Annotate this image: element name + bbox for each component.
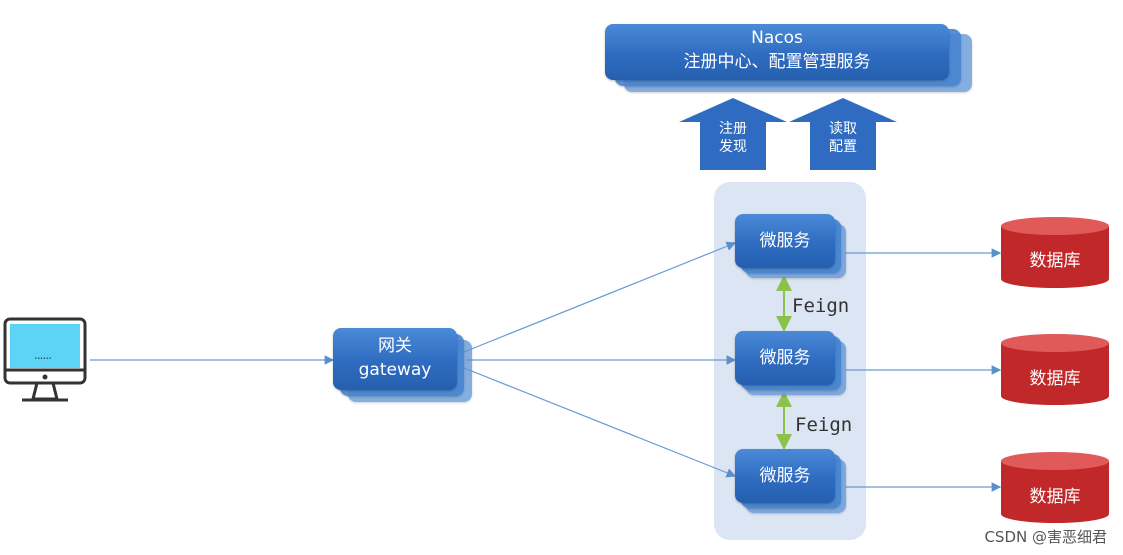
register-discover-label: 注册 发现 <box>719 121 747 155</box>
microservice-2-label: 微服务 <box>759 348 811 368</box>
database-3-cylinder <box>1001 452 1109 523</box>
feign-label-1: Feign <box>792 295 850 317</box>
client-screen-text: ...... <box>34 348 52 362</box>
feign-label-2: Feign <box>795 414 853 436</box>
register-discover-up-arrow <box>679 98 787 170</box>
nacos-title: Nacos <box>751 28 803 48</box>
nacos-subtitle: 注册中心、配置管理服务 <box>683 52 871 72</box>
database-2-cylinder <box>1001 334 1109 405</box>
read-config-label: 读取 配置 <box>829 121 857 155</box>
microservice-3-label: 微服务 <box>759 466 811 486</box>
read-config-up-arrow <box>789 98 897 170</box>
gateway-to-service-3-arrow <box>463 367 737 478</box>
watermark: CSDN @害恶细君 <box>984 528 1107 546</box>
database-3-label: 数据库 <box>1029 487 1081 507</box>
database-1-label: 数据库 <box>1029 251 1081 271</box>
database-1-cylinder <box>1001 217 1109 288</box>
gateway-to-service-1-arrow <box>463 241 737 353</box>
gateway-label-line2: gateway <box>358 360 432 380</box>
microservice-1-label: 微服务 <box>759 231 811 251</box>
database-2-label: 数据库 <box>1029 369 1081 389</box>
gateway-label-line1: 网关 <box>378 336 412 356</box>
client-computer-icon <box>3 317 87 402</box>
